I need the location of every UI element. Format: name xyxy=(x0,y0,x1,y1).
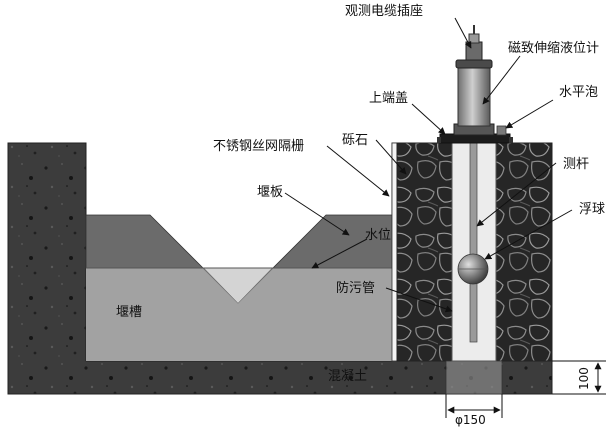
label-cable-socket: 观测电缆插座 xyxy=(345,4,424,19)
label-rod: 测杆 xyxy=(563,157,590,172)
label-concrete: 混凝土 xyxy=(328,369,368,384)
label-pipe: 防污管 xyxy=(336,281,376,296)
label-sensor: 磁致伸缩液位计 xyxy=(508,41,600,56)
label-gravel: 砾石 xyxy=(342,133,369,148)
cable-socket xyxy=(465,41,483,61)
notch-water xyxy=(204,268,272,303)
label-bubble-level: 水平泡 xyxy=(559,85,599,100)
label-water-level: 水位 xyxy=(365,228,392,243)
label-float-ball: 浮球 xyxy=(579,202,606,217)
label-dim-diameter: φ150 xyxy=(455,413,486,427)
mesh-screen xyxy=(391,142,398,362)
label-weir-plate: 堰板 xyxy=(257,185,284,200)
label-mesh: 不锈钢丝网隔栅 xyxy=(213,139,305,154)
label-weir-tank: 堰槽 xyxy=(116,305,143,320)
label-top-cap: 上端盖 xyxy=(369,91,409,106)
sensor-cylinder xyxy=(457,64,491,127)
weir-plate-lower xyxy=(86,268,392,361)
bubble-level xyxy=(496,125,507,136)
label-dim-depth: 100 xyxy=(577,367,591,390)
